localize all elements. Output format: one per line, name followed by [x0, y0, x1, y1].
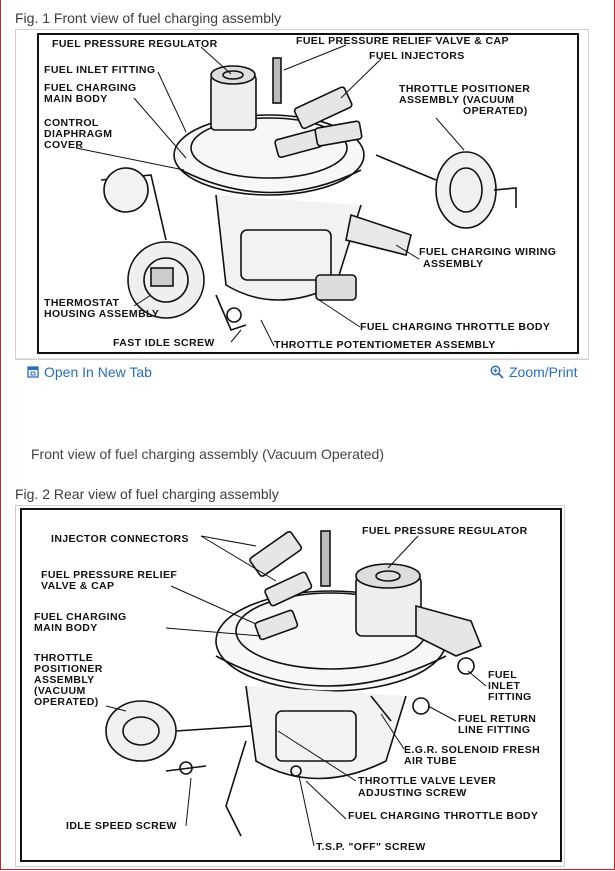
label-idle-speed-screw: IDLE SPEED SCREW [66, 820, 177, 832]
label-positioner-line4: (VACUUM [34, 685, 86, 697]
fig2-diagram: INJECTOR CONNECTORS FUEL PRESSURE REGULA… [15, 505, 565, 867]
label-relief-line2: VALVE & CAP [41, 580, 114, 592]
fig2-svg: INJECTOR CONNECTORS FUEL PRESSURE REGULA… [20, 508, 562, 862]
label-throttle-body-2: FUEL CHARGING THROTTLE BODY [348, 810, 538, 822]
new-tab-icon [27, 366, 39, 378]
open-new-tab-label: Open In New Tab [44, 364, 152, 380]
label-fuel-inlet-fitting: FUEL INLET FITTING [44, 64, 155, 76]
label-injector-connectors: INJECTOR CONNECTORS [51, 533, 189, 545]
fig2-caption: Fig. 2 Rear view of fuel charging assemb… [15, 486, 279, 502]
fig1-drawing [100, 57, 517, 331]
label-throttle-positioner-line2: ASSEMBLY (VACUUM [399, 94, 514, 106]
label-egr-line2: AIR TUBE [404, 755, 457, 767]
label-control-diaphragm-line3: COVER [44, 139, 83, 151]
label-inlet-line1: FUEL [488, 669, 517, 681]
label-inlet-line2: INLET [488, 680, 521, 692]
label-fast-idle-screw: FAST IDLE SCREW [113, 337, 215, 349]
fig1-svg: FUEL PRESSURE REGULATOR FUEL PRESSURE RE… [37, 33, 579, 354]
fig1-caption: Fig. 1 Front view of fuel charging assem… [15, 10, 282, 26]
label-fuel-pressure-relief: FUEL PRESSURE RELIEF VALVE & CAP [296, 35, 509, 47]
label-throttle-positioner-line3: OPERATED) [463, 105, 528, 117]
label-fuel-pressure-regulator-2: FUEL PRESSURE REGULATOR [362, 525, 528, 537]
fig1-description: Front view of fuel charging assembly (Va… [31, 446, 385, 462]
label-main-body-line1: FUEL CHARGING [44, 82, 137, 94]
label-positioner-line3: ASSEMBLY [34, 674, 95, 686]
open-new-tab-link[interactable]: Open In New Tab [27, 364, 152, 380]
label-thermostat-line2: HOUSING ASSEMBLY [44, 308, 159, 320]
label-relief-line1: FUEL PRESSURE RELIEF [41, 569, 177, 581]
label-throttle-potentiometer: THROTTLE POTENTIOMETER ASSEMBLY [274, 339, 496, 351]
label-lever-line2: ADJUSTING SCREW [358, 787, 467, 799]
label-thermostat-line1: THERMOSTAT [44, 297, 120, 309]
label-main-body-line2: MAIN BODY [44, 93, 108, 105]
label-main-body-2-line2: MAIN BODY [34, 622, 98, 634]
label-throttle-body: FUEL CHARGING THROTTLE BODY [360, 321, 550, 333]
figure-toolbar: Open In New Tab Zoom/Print [15, 358, 587, 385]
zoom-print-label: Zoom/Print [509, 364, 578, 380]
label-egr-line1: E.G.R. SOLENOID FRESH [404, 744, 540, 756]
label-lever-line1: THROTTLE VALVE LEVER [358, 775, 496, 787]
label-fuel-injectors: FUEL INJECTORS [369, 50, 465, 62]
label-control-diaphragm-line2: DIAPHRAGM [44, 128, 112, 140]
label-positioner-line1: THROTTLE [34, 652, 93, 664]
label-positioner-line2: POSITIONER [34, 663, 103, 675]
label-main-body-2-line1: FUEL CHARGING [34, 611, 127, 623]
fig2-leaders [105, 535, 487, 847]
label-wiring-line1: FUEL CHARGING WIRING [419, 246, 556, 258]
label-throttle-positioner-line1: THROTTLE POSITIONER [399, 83, 530, 95]
magnifier-icon [490, 365, 504, 379]
label-return-line1: FUEL RETURN [458, 713, 536, 725]
fig2-drawing [105, 530, 483, 837]
label-positioner-line5: OPERATED) [34, 696, 99, 708]
label-control-diaphragm-line1: CONTROL [44, 117, 99, 129]
label-tsp-off-screw: T.S.P. "OFF" SCREW [316, 841, 426, 853]
label-wiring-line2: ASSEMBLY [423, 258, 484, 270]
label-fuel-pressure-regulator: FUEL PRESSURE REGULATOR [52, 38, 218, 50]
label-inlet-line3: FITTING [488, 691, 532, 703]
fig1-leaders [75, 44, 465, 347]
label-return-line2: LINE FITTING [458, 724, 530, 736]
fig1-diagram: FUEL PRESSURE REGULATOR FUEL PRESSURE RE… [15, 29, 589, 360]
zoom-print-link[interactable]: Zoom/Print [490, 364, 577, 380]
